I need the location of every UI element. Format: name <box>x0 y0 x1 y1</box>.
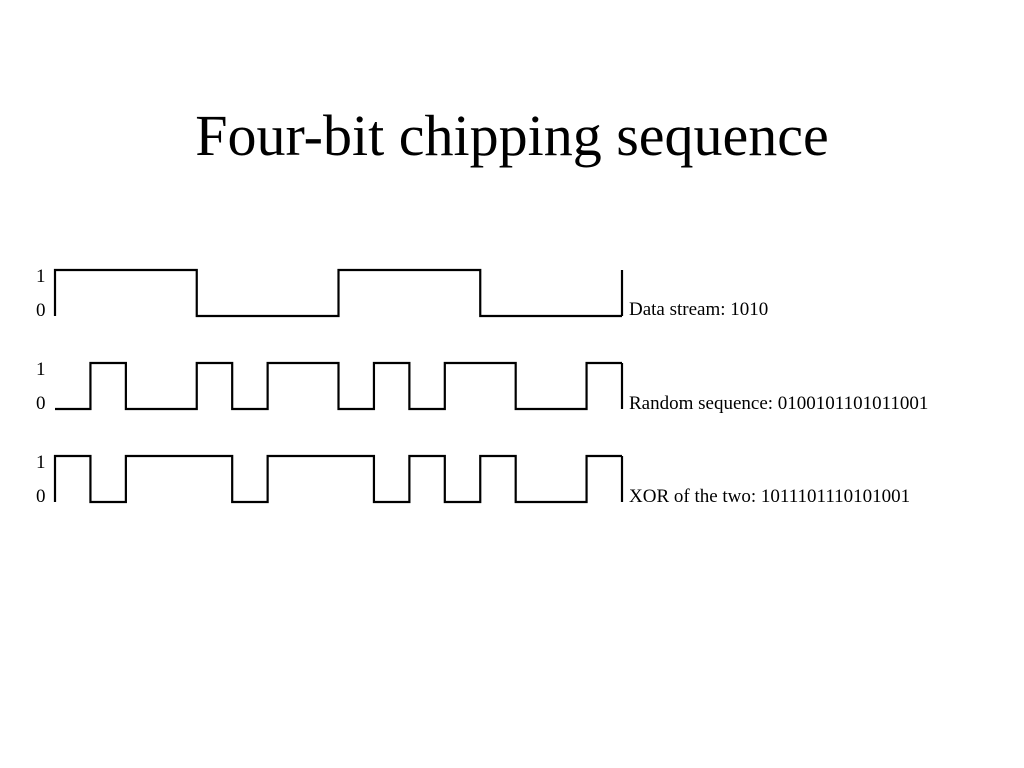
waveform-xor-result <box>53 454 622 504</box>
signal-caption: Random sequence: 0100101101011001 <box>629 393 928 414</box>
level-high-label: 1 <box>36 266 46 287</box>
level-low-label: 0 <box>36 486 46 507</box>
level-low-label: 0 <box>36 393 46 414</box>
signal-caption: XOR of the two: 1011101110101001 <box>629 486 910 507</box>
signal-random-sequence: 1 0 Random sequence: 0100101101011001 <box>36 359 928 414</box>
level-high-label: 1 <box>36 359 46 380</box>
level-low-label: 0 <box>36 300 46 321</box>
signal-data-stream: 1 0 Data stream: 1010 <box>36 266 768 321</box>
slide-title: Four-bit chipping sequence <box>195 103 829 168</box>
waveform-random-sequence <box>55 361 622 411</box>
level-high-label: 1 <box>36 452 46 473</box>
waveform-data-stream <box>53 268 622 318</box>
signal-xor-result: 1 0 XOR of the two: 1011101110101001 <box>36 452 910 507</box>
signal-caption: Data stream: 1010 <box>629 299 768 320</box>
